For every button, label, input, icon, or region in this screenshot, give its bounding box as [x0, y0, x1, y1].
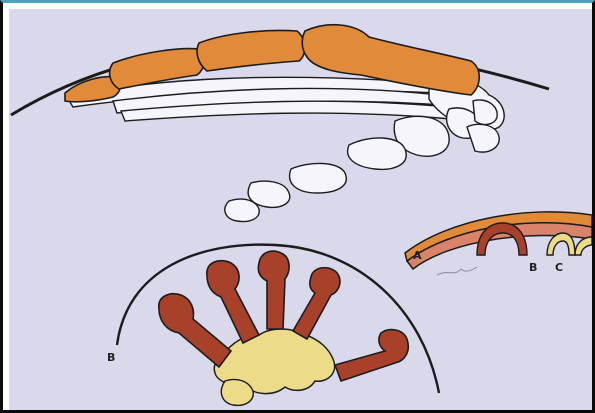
- anatomy-diagram: A B C B: [9, 9, 592, 410]
- metatarsal-3: [258, 251, 289, 329]
- label-c-slice: C: [555, 261, 563, 274]
- label-b-slice: B: [529, 261, 537, 274]
- metatarsal-1: [159, 294, 231, 367]
- metatarsal-2: [207, 261, 259, 343]
- label-b-transverse: B: [107, 351, 115, 364]
- white-bones-top: [67, 77, 504, 221]
- longitudinal-arch-figure: [11, 25, 549, 222]
- slice-yellow-arch-2: [575, 237, 592, 255]
- slice-yellow-arch-1: [547, 233, 575, 255]
- diagram-canvas: A B C B: [9, 9, 592, 410]
- handwritten-mark: [437, 267, 477, 275]
- transverse-slice-figure: A B C: [405, 212, 592, 275]
- metatarsal-5: [335, 330, 408, 381]
- middle-phalanx: [197, 31, 305, 72]
- transverse-arch-figure: B: [107, 245, 439, 406]
- metatarsal-4: [293, 268, 340, 339]
- label-a-slice: A: [413, 249, 422, 262]
